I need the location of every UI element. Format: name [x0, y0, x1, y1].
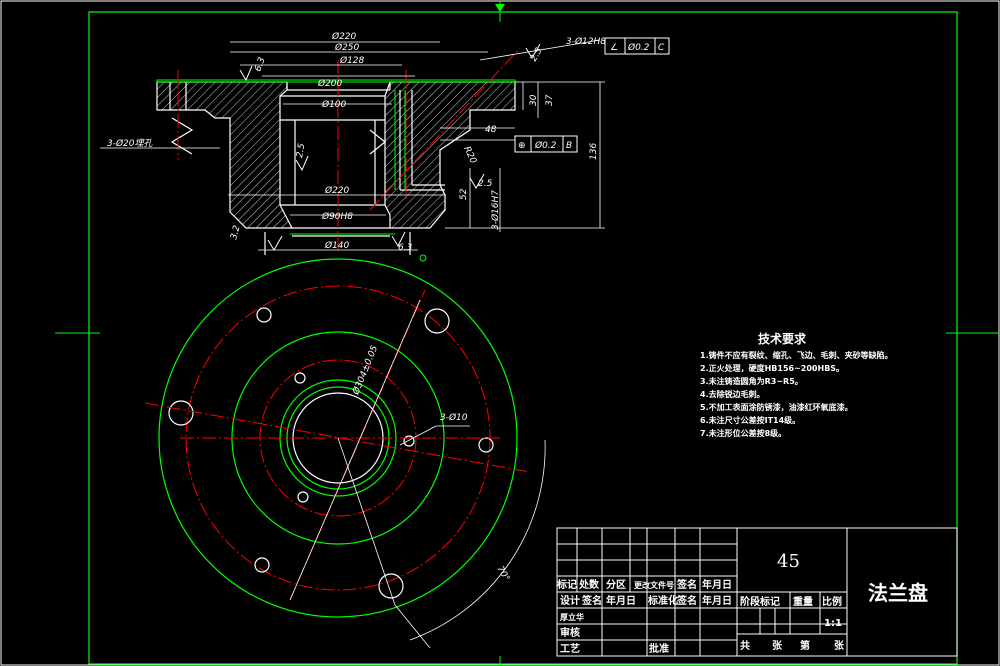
dim-52: 52 — [459, 188, 469, 200]
tb-stage-mark: 阶段标记 — [740, 595, 780, 608]
tb-r-design: 设计 — [560, 594, 580, 607]
tb-h-count: 处数 — [578, 578, 600, 591]
tb-r-craft: 工艺 — [560, 642, 580, 655]
technical-requirements: 技术要求 1.铸件不应有裂纹、缩孔、飞边、毛刺、夹砂等缺陷。 2.正火处理，硬度… — [700, 331, 893, 438]
dim-d250: Ø250 — [334, 42, 360, 53]
tb-r-check: 审核 — [560, 626, 580, 639]
tech-item-6: 6.未注尺寸公差按IT14级。 — [700, 415, 800, 425]
tb-h-docno: 更改文件号 — [634, 580, 674, 590]
section-hatch-left — [156, 81, 293, 229]
dim-30: 30 — [529, 94, 539, 106]
tol-b-ref: B — [566, 141, 572, 151]
note-holes-left: 3-Ø20埋孔 — [107, 138, 154, 149]
outer-circle — [158, 258, 518, 618]
note-holes-top: 3-Ø12H8 — [566, 36, 606, 47]
tech-item-2: 2.正火处理，硬度HB156~200HBS。 — [700, 363, 844, 373]
title-block: 标记 处数 分区 更改文件号 签名 年月日 设计 签名 年月日 标准化 签名 年… — [556, 527, 958, 657]
dim-r20: R20 — [461, 145, 478, 166]
tb-total: 共 — [740, 639, 750, 652]
tb-r-approve: 批准 — [649, 642, 669, 655]
tech-item-5: 5.不加工表面涂防锈漆，油漆红环氧底漆。 — [700, 402, 853, 412]
tb-h-mark: 标记 — [556, 578, 577, 591]
tb-r-thick: 厚立华 — [560, 612, 584, 622]
tol-c-ref: C — [658, 43, 665, 53]
tb-scale: 比例 — [822, 595, 842, 608]
dim-d90h8: Ø90H8 — [321, 211, 353, 222]
tolerance-frame-b: ⊕ Ø0.2 B — [514, 135, 578, 153]
tb-r-std: 标准化 — [647, 594, 678, 607]
dim-angle-70: 70° — [494, 565, 511, 584]
dim-d220-top: Ø220 — [331, 31, 357, 42]
datum-marker — [419, 254, 427, 262]
rough-6-3-b: 6.3 — [398, 243, 413, 253]
rough-6-3-a: 6.3 — [253, 56, 267, 73]
dim-d220-low: Ø220 — [324, 185, 350, 196]
dim-bolt-circle: Ø304±0.05 — [350, 344, 380, 397]
tb-scale-value: 1:1 — [824, 618, 842, 629]
dim-d200: Ø200 — [317, 78, 343, 89]
tb-h-sign: 签名 — [676, 578, 697, 591]
tech-item-4: 4.去除锐边毛刺。 — [700, 389, 765, 399]
tb-r-sign2: 签名 — [676, 594, 697, 607]
plan-view: Ø304±0.05 3-Ø10 70° — [144, 258, 546, 649]
tb-h-date: 年月日 — [702, 578, 732, 591]
note-holes-h7: 3-Ø16H7 — [490, 190, 501, 230]
tech-item-3: 3.未注铸造圆角为R3~R5。 — [700, 376, 803, 386]
tb-title: 法兰盘 — [868, 581, 928, 605]
dim-d128: Ø128 — [339, 55, 365, 66]
tb-no: 第 — [800, 639, 810, 652]
tol-b-symbol: ⊕ — [518, 141, 526, 151]
tb-r-date: 年月日 — [606, 594, 636, 607]
tb-r-date2: 年月日 — [702, 594, 732, 607]
tb-r-sign: 签名 — [581, 594, 602, 607]
tech-heading: 技术要求 — [758, 331, 807, 346]
tb-material: 45 — [777, 551, 800, 572]
tol-b-value: Ø0.2 — [534, 140, 557, 151]
dim-37: 37 — [545, 94, 555, 106]
tb-sheet: 张 — [772, 639, 783, 652]
dim-d140: Ø140 — [324, 240, 350, 251]
tb-weight: 重量 — [793, 595, 813, 608]
tb-sheet2: 张 — [834, 639, 845, 652]
dim-136: 136 — [589, 143, 599, 160]
rough-2-5-c: 2.5 — [478, 179, 493, 189]
tol-c-symbol: ∠ — [610, 43, 618, 53]
section-view: Ø220 Ø250 Ø128 Ø200 Ø100 Ø220 Ø90H8 Ø140… — [100, 31, 670, 262]
tb-h-zone: 分区 — [606, 578, 626, 591]
tolerance-frame-c: ∠ Ø0.2 C — [604, 37, 670, 55]
rough-2-5-a: 2.5 — [295, 142, 307, 158]
dim-d100: Ø100 — [321, 99, 347, 110]
tech-item-7: 7.未注形位公差按8级。 — [700, 428, 786, 438]
rough-3-2: 3.2 — [229, 224, 242, 241]
tech-item-1: 1.铸件不应有裂纹、缩孔、飞边、毛刺、夹砂等缺陷。 — [700, 350, 893, 360]
note-holes-10: 3-Ø10 — [440, 412, 468, 423]
dim-48: 48 — [485, 125, 497, 135]
tol-c-value: Ø0.2 — [627, 42, 650, 53]
